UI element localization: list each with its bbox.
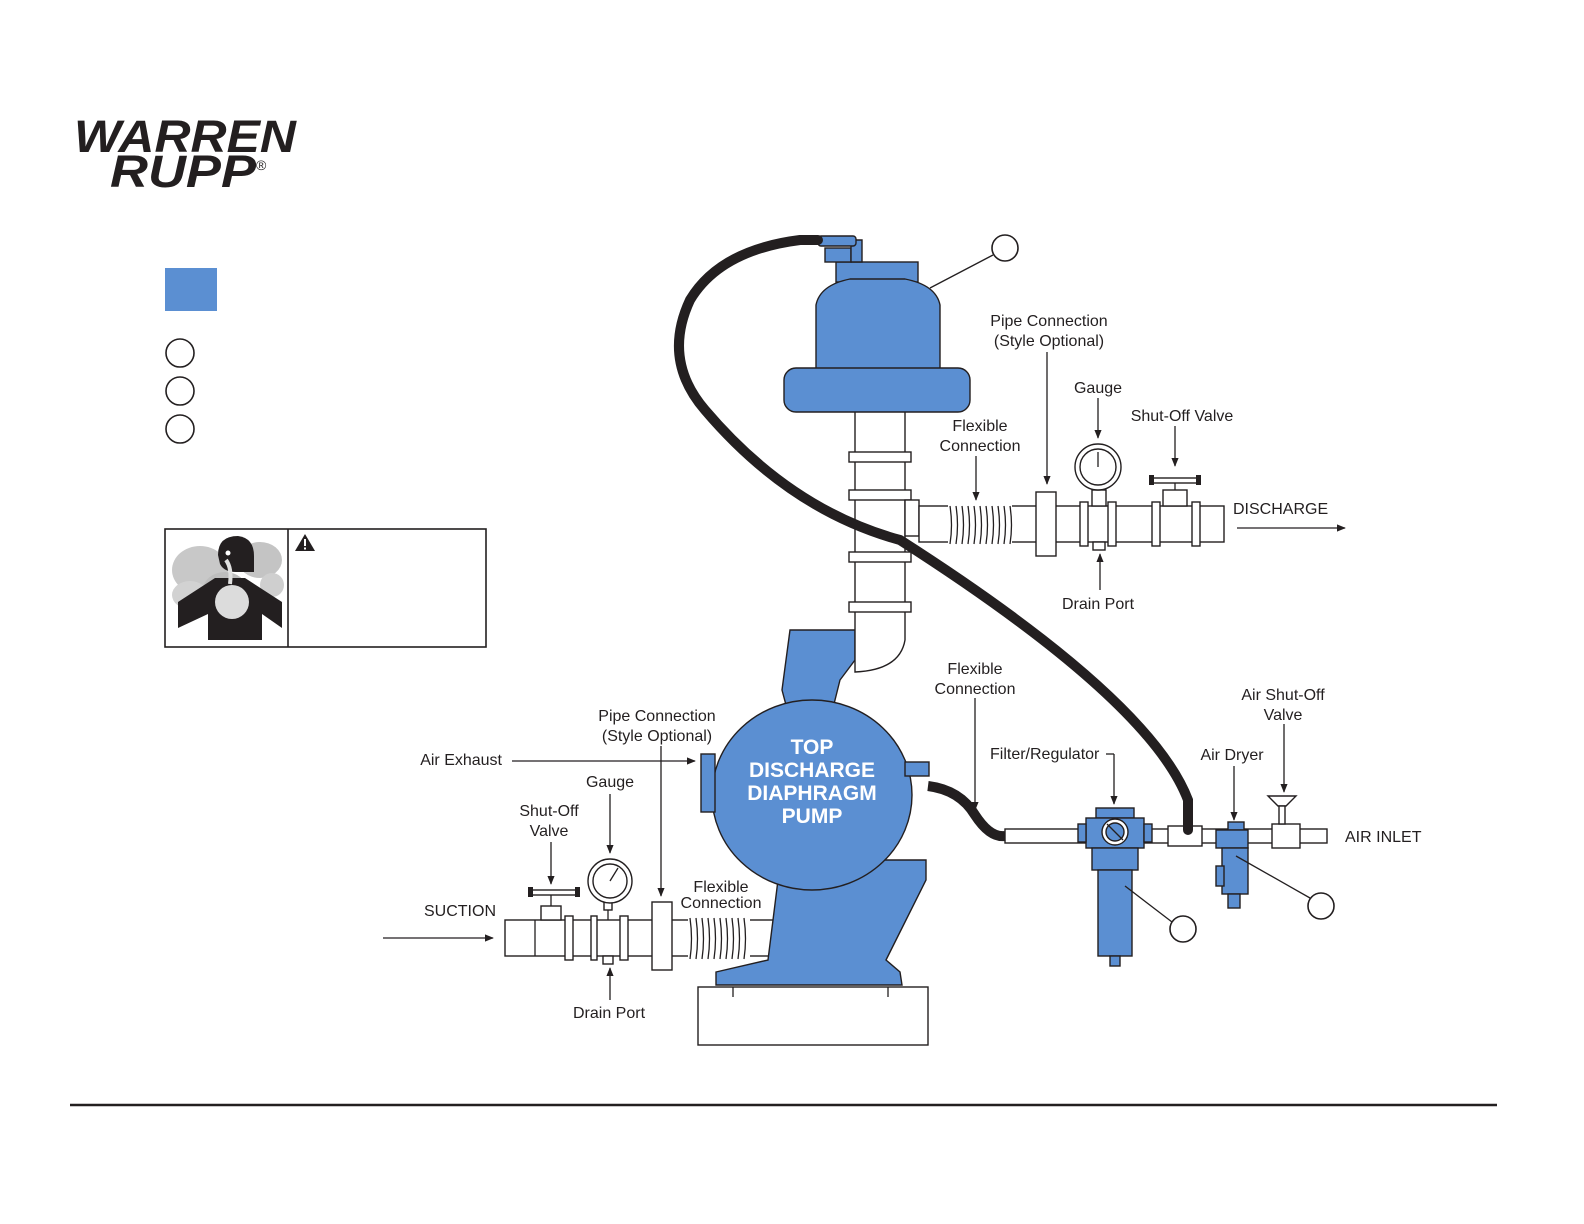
discharge-line (904, 443, 1225, 557)
label-air-shutoff-2: Valve (1264, 707, 1303, 724)
label-flexible-top-1: Flexible (952, 418, 1007, 435)
legend-callout-2 (165, 376, 195, 406)
label-flexible-air-2: Connection (935, 681, 1016, 698)
legend-color-swatch (165, 268, 217, 311)
label-pipe-connection-bottom-2: (Style Optional) (602, 728, 712, 745)
legend-callout-3 (165, 414, 195, 444)
label-pipe-connection-top-2: (Style Optional) (994, 333, 1104, 350)
pump-label-line-2: DISCHARGE (749, 759, 875, 782)
callout-air-dryer (1307, 892, 1335, 920)
label-flexible-bottom-1: Flexible (693, 879, 748, 896)
air-shutoff-valve (1266, 795, 1298, 825)
callout-dampener (991, 234, 1019, 262)
air-supply-line (1004, 795, 1328, 967)
logo-line-2: RUPP (110, 146, 257, 197)
logo-line-1: WARREN (74, 111, 298, 162)
warning-triangle-icon (295, 534, 315, 551)
discharge-pipe-flange (1035, 491, 1057, 557)
label-air-exhaust: Air Exhaust (420, 752, 502, 769)
label-gauge-top: Gauge (1074, 380, 1122, 397)
legend-callout-1 (165, 338, 195, 368)
label-flexible-top-2: Connection (940, 438, 1021, 455)
suction-shutoff-valve (528, 887, 580, 921)
label-drain-top: Drain Port (1062, 596, 1135, 613)
inhalation-hazard-icon (172, 536, 284, 640)
discharge-gauge (1074, 443, 1122, 507)
label-suction: SUCTION (424, 903, 496, 920)
warren-rupp-logo: WARREN RUPP ® (74, 111, 298, 197)
discharge-flexible-connection (948, 505, 1013, 545)
hoses (673, 235, 1193, 842)
label-gauge-bottom: Gauge (586, 774, 634, 791)
label-drain-bottom: Drain Port (573, 1005, 646, 1022)
callouts (929, 234, 1335, 943)
labels: Pipe Connection (Style Optional) Gauge S… (420, 313, 1422, 1022)
air-dryer (1215, 821, 1249, 909)
suction-drain-port (602, 955, 614, 965)
label-pipe-connection-bottom-1: Pipe Connection (598, 708, 715, 725)
discharge-shutoff-valve (1149, 475, 1201, 507)
suction-gauge (587, 858, 633, 920)
suction-flexible-connection (688, 917, 750, 960)
pump-base (697, 986, 929, 1046)
label-air-dryer: Air Dryer (1200, 747, 1264, 764)
suction-pipe-flange (651, 901, 673, 971)
suction-line (504, 858, 776, 971)
label-pipe-connection-top-1: Pipe Connection (990, 313, 1107, 330)
label-shutoff-bottom-2: Valve (530, 823, 569, 840)
callout-filter-regulator (1169, 915, 1197, 943)
label-flexible-air-1: Flexible (947, 661, 1002, 678)
label-air-shutoff-1: Air Shut-Off (1241, 687, 1325, 704)
filter-regulator (1077, 807, 1153, 967)
pump-label-line-3: DIAPHRAGM (747, 782, 877, 805)
label-shutoff-bottom-1: Shut-Off (519, 803, 579, 820)
legend (165, 268, 217, 444)
discharge-drain-port (1092, 541, 1106, 551)
registered-mark: ® (256, 157, 267, 173)
label-air-inlet: AIR INLET (1345, 829, 1422, 846)
label-filter-regulator: Filter/Regulator (990, 746, 1100, 763)
pump-label-line-1: TOP (791, 736, 834, 759)
diaphragm-pump: TOP DISCHARGE DIAPHRAGM PUMP (700, 629, 930, 986)
vertical-discharge-pipe (848, 409, 912, 673)
pump-label-line-4: PUMP (782, 805, 843, 828)
warning-box (164, 528, 487, 648)
label-flexible-bottom-2: Connection (681, 895, 762, 912)
label-shutoff-top: Shut-Off Valve (1131, 408, 1234, 425)
pulsation-dampener (783, 235, 971, 413)
leader-lines (383, 352, 1346, 1000)
label-discharge: DISCHARGE (1233, 501, 1328, 518)
